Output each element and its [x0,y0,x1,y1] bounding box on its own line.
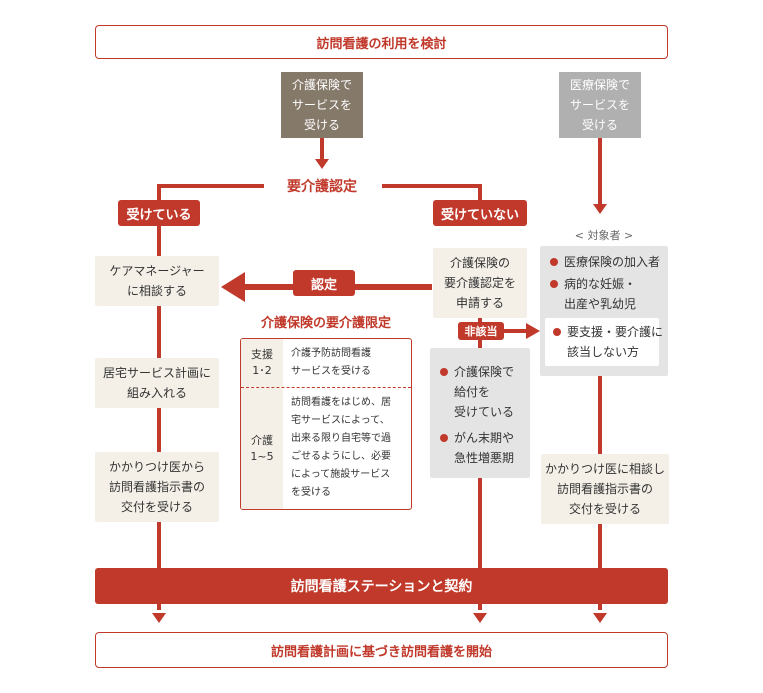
arrow-left-bottom [152,613,166,623]
received-text: 受けている [126,207,192,223]
arrow-care-down [315,159,329,169]
family-doctor-box-right: かかりつけ医に相談し 訪問看護指示書の 交付を受ける [541,454,669,524]
limit-desc-care: 訪問看護をはじめ、居 宅サービスによって、 出来る限り自宅等で過 ごせるようにし… [291,397,391,498]
received-label: 受けている [118,200,200,226]
target-label: < 対象者 > [574,229,634,242]
connector-cert-left [157,184,264,188]
arrow-middle-bottom [473,613,487,623]
connector-care-down [320,138,324,160]
care-insurance-box: 介護保険で サービスを 受ける [281,72,363,138]
arrow-right-bottom [593,613,607,623]
contract-banner: 訪問看護ステーションと契約 [95,568,668,604]
arrow-not-applicable-right [526,323,540,339]
limit-desc-support: 介護予防訪問看護 サービスを受ける [291,348,371,377]
connector-cert-right-down [478,184,482,200]
not-received-label: 受けていない [433,200,527,226]
target-sub-item: 要支援・要介護に 該当しない方 [553,322,671,362]
start-box: 訪問看護計画に基づき訪問看護を開始 [95,632,668,668]
care-manager-box: ケアマネージャー に相談する [95,256,219,306]
target-panel: 医療保険の加入者 病的な妊娠・ 出産や乳幼児 要支援・要介護に 該当しない方 [540,246,668,376]
target-item-1: 医療保険の加入者 [550,252,678,272]
not-applicable-label: 非該当 [458,322,504,340]
middle-panel-item-2: がん末期や 急性増悪期 [440,428,540,468]
top-title: 訪問看護の利用を検討 [316,36,447,52]
target-item-2: 病的な妊娠・ 出産や乳幼児 [550,274,678,314]
limit-table: 支援 1･2 介護予防訪問看護 サービスを受ける 介護 1~5 訪問看護をはじめ… [240,338,412,510]
not-applicable-text: 非該当 [464,325,498,338]
limit-row-support: 支援 1･2 介護予防訪問看護 サービスを受ける [241,339,411,388]
care-plan-box: 居宅サービス計画に 組み入れる [95,358,219,408]
arrow-medical-down [593,204,607,214]
connector-cert-left-down [157,184,161,200]
certified-label: 認定 [293,270,355,296]
limit-level-care: 介護 1~5 [241,388,283,509]
middle-panel: 介護保険で 給付を 受けている がん末期や 急性増悪期 [430,348,530,478]
connector-middle-down [478,478,482,610]
certification-label: 要介護認定 [287,179,357,195]
apply-box: 介護保険の 要介護認定を 申請する [433,248,527,318]
limit-level-support: 支援 1･2 [241,339,283,387]
connector-cert-right [382,184,482,188]
medical-insurance-box: 医療保険で サービスを 受ける [559,72,641,138]
connector-not-applicable [504,329,528,333]
middle-panel-item-1: 介護保険で 給付を 受けている [440,362,540,422]
arrow-certified-left [221,272,245,302]
start-box-text: 訪問看護計画に基づき訪問看護を開始 [270,644,492,660]
family-doctor-box-left: かかりつけ医から 訪問看護指示書の 交付を受ける [95,452,219,522]
connector-left-column [157,226,161,610]
target-sub-box: 要支援・要介護に 該当しない方 [545,318,663,366]
connector-medical-down [598,138,602,204]
limit-row-care: 介護 1~5 訪問看護をはじめ、居 宅サービスによって、 出来る限り自宅等で過 … [241,388,411,509]
top-title-box: 訪問看護の利用を検討 [95,25,668,59]
not-received-text: 受けていない [440,207,519,223]
certified-text: 認定 [310,277,337,293]
contract-banner-text: 訪問看護ステーションと契約 [290,579,473,595]
limit-table-title: 介護保険の要介護限定 [260,316,391,331]
